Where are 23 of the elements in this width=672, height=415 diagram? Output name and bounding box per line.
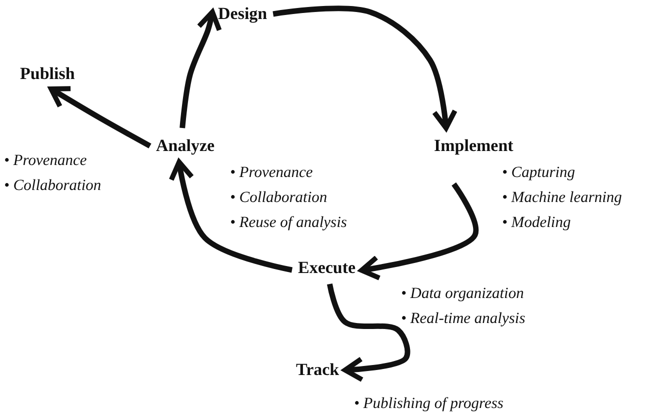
bullet-item: • Data organization	[401, 284, 525, 304]
stage-label: Design	[218, 4, 268, 24]
bullet-item: • Reuse of analysis	[230, 213, 347, 233]
arrow	[326, 283, 410, 382]
bullet-item: • Capturing	[502, 163, 576, 183]
arrow	[168, 159, 293, 273]
stage-label: Implement	[434, 136, 514, 156]
stage-label: Publish	[20, 64, 75, 84]
stage-label: Analyze	[156, 136, 215, 156]
arrow	[359, 182, 479, 280]
bullet-item: • Collaboration	[4, 176, 102, 196]
stage-label: Execute	[298, 258, 356, 278]
bullet-item: • Publishing of progress	[354, 394, 504, 414]
bullet-item: • Machine learning	[502, 188, 622, 208]
arrow	[48, 86, 152, 148]
stage-label: Track	[296, 360, 340, 380]
bullet-item: • Collaboration	[230, 188, 328, 208]
bullet-item: • Provenance	[230, 163, 314, 183]
arrow	[180, 10, 222, 128]
bullet-item: • Provenance	[4, 151, 88, 171]
bullet-item: • Modeling	[502, 213, 572, 233]
arrow	[272, 6, 458, 131]
bullet-item: • Real-time analysis	[401, 309, 526, 329]
